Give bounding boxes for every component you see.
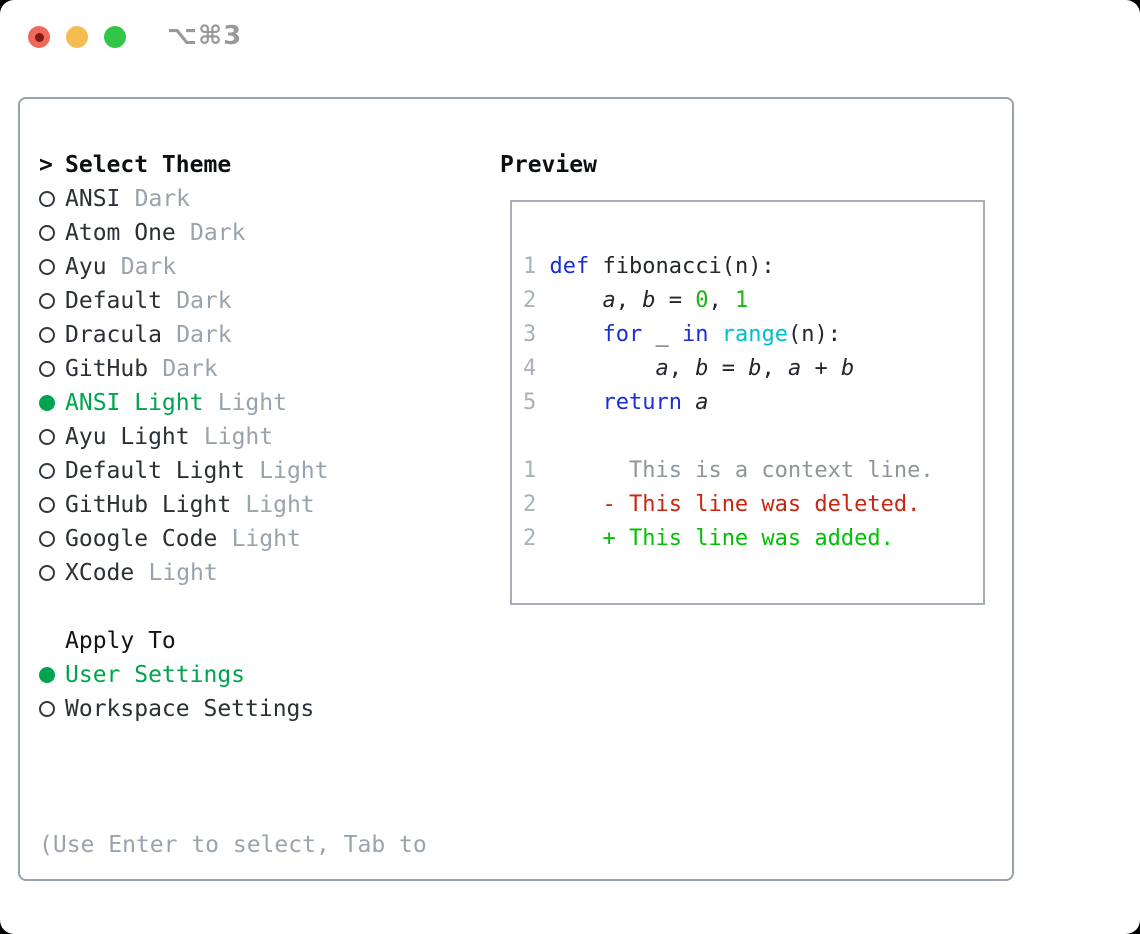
theme-variant-badge: Light — [148, 560, 218, 586]
radio-icon — [39, 531, 55, 547]
theme-variant-badge: Dark — [162, 356, 218, 382]
theme-option-github[interactable]: GitHub Dark — [39, 352, 427, 386]
theme-variant-badge: Dark — [120, 254, 177, 280]
line-number: 1 — [523, 458, 537, 483]
spacer — [39, 726, 427, 760]
diff-line: 1 This is a context line. — [523, 458, 934, 483]
radio-icon — [39, 293, 55, 309]
help-text: (Use Enter to select, Tab to change focu… — [39, 760, 427, 934]
help-text-line1: (Use Enter to select, Tab to — [39, 832, 427, 858]
radio-icon — [39, 191, 55, 207]
theme-option-ansi[interactable]: ANSI Dark — [39, 182, 427, 216]
selection-cursor-icon: > — [39, 152, 53, 178]
line-number: 4 — [523, 356, 537, 381]
select-theme-title: Select Theme — [65, 152, 232, 178]
apply-to-title: Apply To — [65, 628, 176, 654]
theme-option-xcode[interactable]: XCode Light — [39, 556, 427, 590]
diff-line: 2 + This line was added. — [523, 526, 894, 551]
theme-option-dracula[interactable]: Dracula Dark — [39, 318, 427, 352]
theme-option-atom-one[interactable]: Atom One Dark — [39, 216, 427, 250]
radio-icon — [39, 225, 55, 241]
theme-option-default[interactable]: Default Dark — [39, 284, 427, 318]
theme-option-ayu-light[interactable]: Ayu Light Light — [39, 420, 427, 454]
theme-variant-badge: Dark — [134, 186, 191, 212]
theme-name: ANSI — [65, 186, 121, 212]
radio-icon — [39, 463, 55, 479]
line-number: 3 — [523, 322, 537, 347]
theme-option-google-code[interactable]: Google Code Light — [39, 522, 427, 556]
theme-variant-badge: Dark — [176, 322, 232, 348]
theme-name: Default Light — [65, 458, 246, 484]
apply-option-user-settings[interactable]: User Settings — [39, 658, 427, 692]
apply-option-label: Workspace Settings — [65, 696, 315, 722]
theme-variant-badge: Dark — [190, 220, 246, 246]
help-text-line2: change focus) — [39, 930, 427, 934]
code-line: 2 a, b = 0, 1 — [523, 288, 749, 313]
preview-box: 1 def fibonacci(n): 2 a, b = 0, 1 3 for _ … — [510, 200, 985, 605]
line-number: 2 — [523, 288, 537, 313]
minimize-button[interactable] — [66, 26, 88, 48]
radio-selected-icon — [39, 395, 55, 411]
theme-name: GitHub — [65, 356, 149, 382]
line-number: 2 — [523, 492, 537, 517]
theme-variant-badge: Light — [217, 390, 287, 416]
titlebar: ⌥⌘3 — [0, 0, 1140, 97]
theme-name: Google Code — [65, 526, 218, 552]
radio-selected-icon — [39, 667, 55, 683]
theme-name: Atom One — [65, 220, 176, 246]
theme-name: Dracula — [65, 322, 162, 348]
spacer — [39, 590, 427, 624]
theme-variant-badge: Dark — [176, 288, 232, 314]
apply-option-label: User Settings — [65, 662, 246, 688]
close-button[interactable] — [28, 26, 50, 48]
theme-option-github-light[interactable]: GitHub Light Light — [39, 488, 427, 522]
radio-icon — [39, 565, 55, 581]
theme-option-default-light[interactable]: Default Light Light — [39, 454, 427, 488]
code-line: 3 for _ in range(n): — [523, 322, 841, 347]
code-diff-gap — [523, 420, 983, 454]
radio-icon — [39, 259, 55, 275]
maximize-button[interactable] — [104, 26, 126, 48]
code-line: 4 a, b = b, a + b — [523, 356, 855, 381]
radio-icon — [39, 429, 55, 445]
theme-variant-badge: Light — [259, 458, 329, 484]
close-dot-icon — [34, 32, 44, 42]
apply-option-workspace-settings[interactable]: Workspace Settings — [39, 692, 427, 726]
code-preview: 1 def fibonacci(n): 2 a, b = 0, 1 3 for _ … — [523, 250, 983, 556]
radio-icon — [39, 497, 55, 513]
line-number: 1 — [523, 254, 537, 279]
preview-header: Preview — [500, 152, 597, 178]
line-number: 2 — [523, 526, 537, 551]
radio-icon — [39, 327, 55, 343]
traffic-lights — [28, 26, 126, 48]
radio-icon — [39, 701, 55, 717]
select-theme-header: > Select Theme — [39, 148, 427, 182]
theme-name: Default — [65, 288, 162, 314]
window-shortcut-label: ⌥⌘3 — [167, 21, 243, 51]
theme-name: Ayu — [65, 254, 107, 280]
theme-variant-badge: Light — [245, 492, 315, 518]
theme-option-ayu[interactable]: Ayu Dark — [39, 250, 427, 284]
theme-name: GitHub Light — [65, 492, 232, 518]
radio-icon — [39, 361, 55, 377]
theme-variant-badge: Light — [231, 526, 301, 552]
diff-line: 2 - This line was deleted. — [523, 492, 921, 517]
theme-option-ansi-light[interactable]: ANSI Light Light — [39, 386, 427, 420]
code-line: 1 def fibonacci(n): — [523, 254, 775, 279]
theme-name: ANSI Light — [65, 390, 204, 416]
theme-variant-badge: Light — [203, 424, 274, 450]
theme-name: Ayu Light — [65, 424, 190, 450]
line-number: 5 — [523, 390, 537, 415]
apply-to-header: Apply To — [39, 624, 427, 658]
code-line: 5 return a — [523, 390, 709, 415]
theme-name: XCode — [65, 560, 135, 586]
